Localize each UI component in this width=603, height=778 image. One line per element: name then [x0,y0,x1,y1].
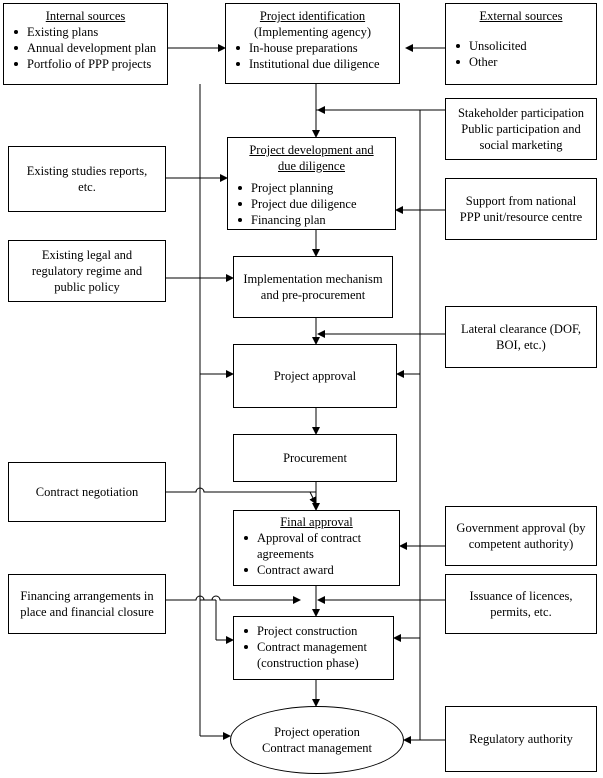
operation-line: Contract management [261,741,373,755]
project-operation-ellipse: Project operation Contract management [230,706,404,774]
existing-studies-line: etc. [78,180,96,194]
stakeholder-participation-box: Stakeholder participation Public partici… [445,98,597,160]
internal-sources-box: Internal sources Existing plans Annual d… [3,3,168,85]
contract-negotiation-box: Contract negotiation [8,462,166,522]
final-approval-item-line: agreements [257,547,314,561]
national-support-line: Support from national [465,194,577,208]
project-approval-box: Project approval [233,344,397,408]
external-sources-item: Unsolicited [450,38,592,54]
construction-item-line: Project construction [257,624,358,638]
stakeholder-line: Stakeholder participation [457,106,584,120]
external-sources-box: External sources Unsolicited Other [445,3,597,85]
operation-line: Project operation [274,725,360,739]
legal-regime-box: Existing legal and regulatory regime and… [8,240,166,302]
project-development-item: Project due diligence [232,196,391,212]
implementation-line: Implementation mechanism [243,272,383,286]
project-identification-subtitle: (Implementing agency) [254,25,371,39]
project-development-title: due diligence [278,159,345,173]
existing-studies-line: Existing studies reports, [26,164,148,178]
project-approval-label: Project approval [273,369,357,383]
government-approval-line: competent authority) [468,537,574,551]
project-identification-item: In-house preparations [230,40,395,56]
national-support-box: Support from national PPP unit/resource … [445,178,597,240]
internal-sources-item: Existing plans [8,24,163,40]
licences-line: Issuance of licences, [469,589,573,603]
construction-item-line: Contract management [257,640,368,654]
construction-item-line: (construction phase) [257,656,359,670]
legal-regime-line: Existing legal and [41,248,133,262]
final-approval-item-line: Approval of contract [257,531,362,545]
internal-sources-title: Internal sources [45,9,126,23]
project-identification-box: Project identification (Implementing age… [225,3,400,84]
legal-regime-line: regulatory regime and [31,264,143,278]
legal-regime-line: public policy [54,280,120,294]
internal-sources-item: Portfolio of PPP projects [8,56,163,72]
licences-line: permits, etc. [490,605,552,619]
financing-arrangements-box: Financing arrangements in place and fina… [8,574,166,634]
implementation-box: Implementation mechanism and pre-procure… [233,256,393,318]
final-approval-box: Final approval Approval of contract agre… [233,510,400,586]
national-support-line: PPP unit/resource centre [459,210,583,224]
final-approval-item: Approval of contract agreements [238,530,395,562]
project-development-item: Project planning [232,180,391,196]
external-sources-title: External sources [479,9,563,23]
implementation-line: and pre-procurement [260,288,366,302]
government-approval-box: Government approval (by competent author… [445,506,597,566]
construction-item: Contract management (construction phase) [238,639,389,671]
regulatory-authority-box: Regulatory authority [445,706,597,772]
stakeholder-line: social marketing [479,138,563,152]
procurement-label: Procurement [283,451,347,465]
lateral-clearance-line: Lateral clearance (DOF, [460,322,582,336]
government-approval-line: Government approval (by [456,521,586,535]
arrow-negotiation-to-flow [166,487,316,493]
final-approval-item: Contract award [238,562,395,578]
construction-item: Project construction [238,623,389,639]
financing-arrangements-line: Financing arrangements in [20,589,154,603]
final-approval-title: Final approval [280,515,353,529]
procurement-box: Procurement [233,434,397,482]
lateral-clearance-box: Lateral clearance (DOF, BOI, etc.) [445,306,597,368]
external-sources-item: Other [450,54,592,70]
project-identification-item: Institutional due diligence [230,56,395,72]
arrow-negotiation-head [309,491,317,505]
project-development-title: Project development and [249,143,374,157]
arrow-financing-to-flow [166,595,301,604]
project-development-item: Financing plan [232,212,391,228]
licences-box: Issuance of licences, permits, etc. [445,574,597,634]
existing-studies-box: Existing studies reports, etc. [8,146,166,212]
project-construction-box: Project construction Contract management… [233,616,394,680]
financing-arrangements-line: place and financial closure [20,605,154,619]
contract-negotiation-label: Contract negotiation [35,485,139,499]
project-development-box: Project development and due diligence Pr… [227,137,396,230]
final-approval-item-line: Contract award [257,563,334,577]
regulatory-authority-label: Regulatory authority [469,732,573,746]
stakeholder-line: Public participation and [461,122,581,136]
project-identification-title: Project identification [259,9,366,23]
internal-sources-item: Annual development plan [8,40,163,56]
lateral-clearance-line: BOI, etc.) [496,338,546,352]
